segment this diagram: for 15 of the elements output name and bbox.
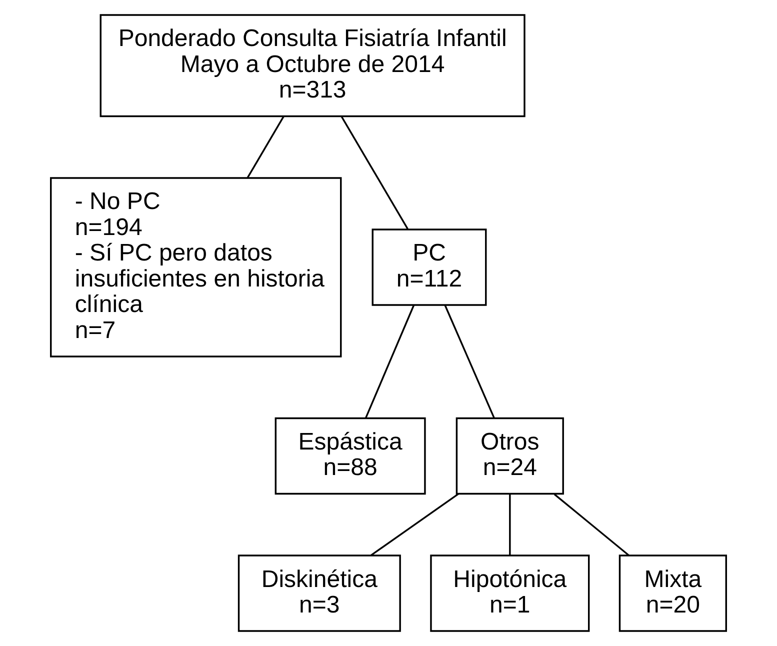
node-box: Mixta n=20 <box>618 554 727 632</box>
connector <box>554 494 630 556</box>
connector <box>364 304 415 419</box>
node-box: Otros n=24 <box>456 417 564 495</box>
node-box: PC n=112 <box>372 228 487 306</box>
connector <box>509 494 511 556</box>
node-box: Hipotónica n=1 <box>430 554 590 632</box>
node-box: Ponderado Consulta Fisiatría Infantil Mayo a Octubre de 2014 n=313 <box>100 14 526 118</box>
connector <box>246 116 284 178</box>
node-box: Espástica n=88 <box>274 417 426 495</box>
node-box: - No PC n=194 - Sí PC pero datos insuficientes en historia clínica n=7 <box>50 177 342 358</box>
node-box: Diskinética n=3 <box>238 554 401 632</box>
connector <box>444 304 495 419</box>
connector <box>340 116 408 230</box>
connector <box>370 493 459 556</box>
